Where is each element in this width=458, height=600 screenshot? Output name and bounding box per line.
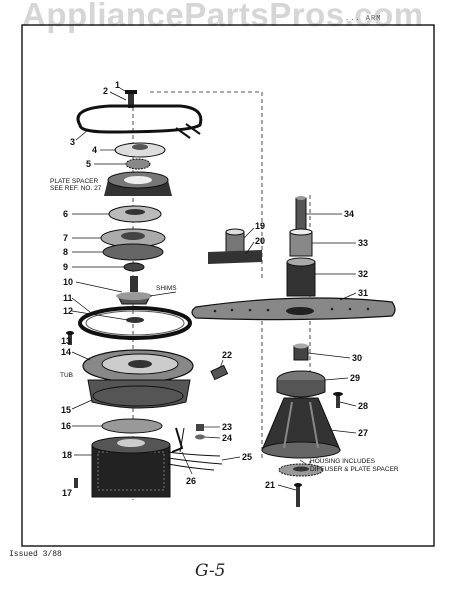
header-title-right: ... ARM	[345, 15, 382, 23]
part-label-16: 16	[61, 421, 71, 431]
part-13-screw	[66, 331, 74, 345]
part-17-screw	[74, 478, 78, 488]
page-code: G-5	[195, 561, 226, 581]
part-28-screw	[333, 392, 343, 408]
part-22	[210, 364, 229, 381]
part-14-tub-housing	[82, 349, 194, 383]
part-label-6: 6	[63, 209, 68, 219]
part-15-lower-housing	[87, 379, 191, 409]
plate-spacer-ref-label: SEE REF. NO. 27	[50, 185, 102, 192]
part-32	[286, 257, 316, 297]
part-label-11: 11	[63, 293, 73, 303]
part-label-23: 23	[222, 422, 232, 432]
part-label-28: 28	[358, 401, 368, 411]
part-diffuser	[278, 463, 324, 477]
part-34	[295, 196, 307, 233]
part-label-10: 10	[63, 277, 73, 287]
part-label-3: 3	[70, 137, 75, 147]
part-label-33: 33	[358, 238, 368, 248]
part-19	[225, 228, 245, 253]
part-heating-element-3	[76, 104, 203, 139]
part-6	[108, 205, 162, 223]
part-label-29: 29	[350, 373, 360, 383]
part-label-34: 34	[344, 209, 354, 219]
part-10-impeller	[116, 276, 152, 305]
part-29	[276, 370, 326, 398]
part-label-24: 24	[222, 433, 232, 443]
plate-spacer-label: PLATE SPACER	[50, 178, 98, 185]
part-number-labels: 1 2 3 4 5 6 7 8 9 10 11 12 13 14 15 16 1…	[61, 80, 368, 498]
tub-label: TUB	[60, 372, 73, 379]
part-label-19: 19	[255, 221, 265, 231]
part-26-clip	[171, 427, 184, 453]
housing-note-detail-label: DIFFUSER & PLATE SPACER	[310, 466, 399, 473]
part-label-21: 21	[265, 480, 275, 490]
part-4	[114, 142, 166, 158]
watermark: AppliancePartsPros.com	[22, 0, 424, 33]
part-label-30: 30	[352, 353, 362, 363]
part-plate-spacer	[104, 171, 172, 196]
leader-lines	[71, 87, 357, 491]
part-18-motor	[91, 436, 171, 498]
part-label-8: 8	[63, 247, 68, 257]
part-label-27: 27	[358, 428, 368, 438]
part-label-7: 7	[63, 233, 68, 243]
part-21-screw	[294, 483, 302, 507]
part-5	[125, 158, 151, 170]
part-8	[102, 243, 164, 261]
part-7	[100, 228, 166, 248]
part-label-26: 26	[186, 476, 196, 486]
part-27-housing	[261, 397, 341, 459]
part-bolt-1	[125, 90, 137, 108]
part-label-4: 4	[92, 145, 97, 155]
motor-wiring	[167, 427, 223, 471]
shims-label: SHIMS	[156, 285, 177, 292]
part-20	[208, 250, 262, 264]
part-label-14: 14	[61, 347, 71, 357]
part-23	[196, 424, 204, 431]
part-label-17: 17	[62, 488, 72, 498]
part-label-20: 20	[255, 236, 265, 246]
diagram-frame	[21, 24, 435, 547]
part-label-22: 22	[222, 350, 232, 360]
part-9	[123, 262, 145, 272]
part-label-1: 1	[115, 80, 120, 90]
part-label-15: 15	[61, 405, 71, 415]
part-33	[289, 228, 313, 257]
part-label-25: 25	[242, 452, 252, 462]
part-label-2: 2	[103, 86, 108, 96]
part-31-spray-arm	[191, 297, 396, 321]
part-label-18: 18	[62, 450, 72, 460]
part-16-seal	[101, 418, 163, 434]
part-24	[195, 434, 205, 440]
part-label-9: 9	[63, 262, 68, 272]
part-label-12: 12	[63, 306, 73, 316]
part-label-5: 5	[86, 159, 91, 169]
issued-date: Issued 3/88	[9, 550, 62, 559]
part-label-31: 31	[358, 288, 368, 298]
housing-note-label: HOUSING INCLUDES	[310, 458, 376, 465]
part-label-13: 13	[61, 336, 71, 346]
part-label-32: 32	[358, 269, 368, 279]
part-30	[293, 343, 309, 361]
part-11-12-gasket	[78, 306, 192, 340]
